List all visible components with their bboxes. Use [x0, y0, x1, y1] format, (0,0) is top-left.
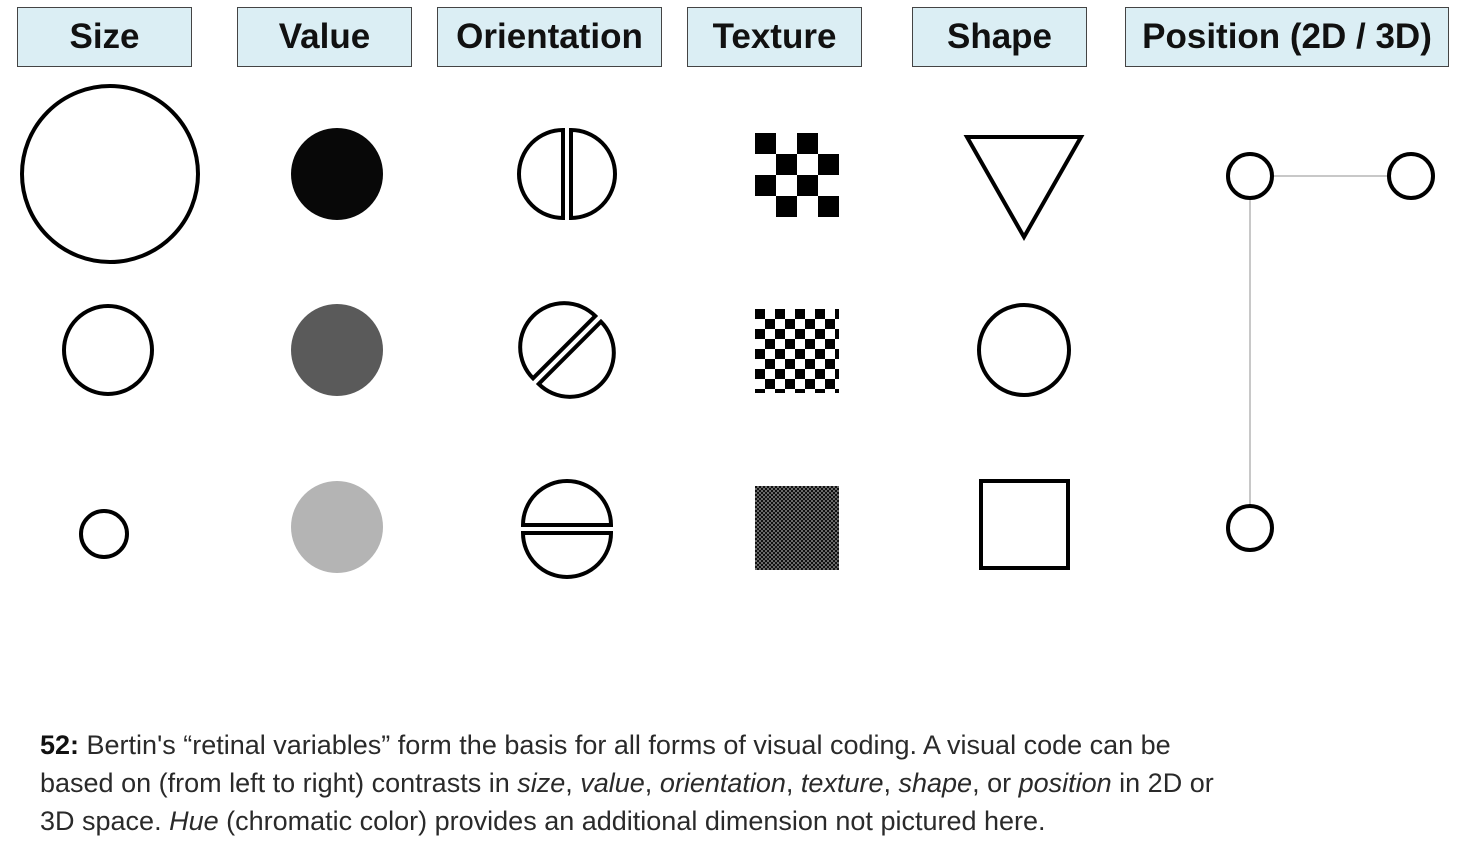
header-texture: Texture [687, 7, 862, 67]
header-position: Position (2D / 3D) [1125, 7, 1449, 67]
header-size: Size [17, 7, 192, 67]
orientation-split-horizontal [520, 479, 614, 579]
caption-text-2a: based on (from left to right) contrasts … [40, 768, 518, 798]
caption-line-1: 52: Bertin's “retinal variables” form th… [40, 726, 1440, 764]
header-orientation: Orientation [437, 7, 662, 67]
caption-em-size: size [517, 768, 566, 798]
caption-line-3: 3D space. Hue (chromatic color) provides… [40, 802, 1440, 840]
size-circle-large [20, 84, 200, 264]
shape-square [979, 479, 1070, 570]
position-node-origin [1226, 152, 1274, 200]
caption-em-shape: shape [898, 768, 973, 798]
texture-square-coarse [755, 133, 839, 217]
value-circle-mid [291, 304, 383, 396]
shape-triangle [963, 135, 1085, 242]
caption-text-1: Bertin's “retinal variables” form the ba… [79, 730, 1171, 760]
caption-line-2: based on (from left to right) contrasts … [40, 764, 1440, 802]
caption-sep-1: , [565, 768, 581, 798]
texture-column [755, 133, 839, 570]
orientation-split-vertical [517, 127, 617, 221]
figure-caption: 52: Bertin's “retinal variables” form th… [40, 726, 1440, 840]
value-circle-dark [291, 128, 383, 220]
size-column [20, 84, 200, 559]
figure-number: 52: [40, 730, 80, 760]
caption-sep-2: , [644, 768, 660, 798]
position-node-right [1387, 152, 1435, 200]
size-circle-medium [62, 304, 154, 396]
header-shape: Shape [912, 7, 1087, 67]
caption-sep-5: , or [972, 768, 1019, 798]
caption-em-orientation: orientation [659, 768, 786, 798]
caption-em-value: value [580, 768, 645, 798]
value-column [291, 128, 383, 573]
caption-text-3b: (chromatic color) provides an additional… [218, 806, 1046, 836]
header-value: Value [237, 7, 412, 67]
caption-em-texture: texture [800, 768, 884, 798]
caption-em-hue: Hue [169, 806, 219, 836]
caption-em-position: position [1018, 768, 1112, 798]
texture-square-medium [755, 309, 839, 393]
caption-sep-4: , [883, 768, 899, 798]
retinal-variables-diagram [20, 84, 1435, 579]
position-node-down [1226, 504, 1274, 552]
caption-text-2b: in 2D or [1111, 768, 1214, 798]
caption-sep-3: , [785, 768, 801, 798]
orientation-column [517, 127, 617, 579]
orientation-split-diagonal [518, 301, 616, 399]
texture-square-fine [755, 486, 839, 570]
position-column [1226, 152, 1435, 552]
caption-text-3a: 3D space. [40, 806, 170, 836]
shape-column [963, 135, 1085, 570]
shape-circle [977, 303, 1071, 397]
size-circle-small [79, 509, 129, 559]
value-circle-light [291, 481, 383, 573]
